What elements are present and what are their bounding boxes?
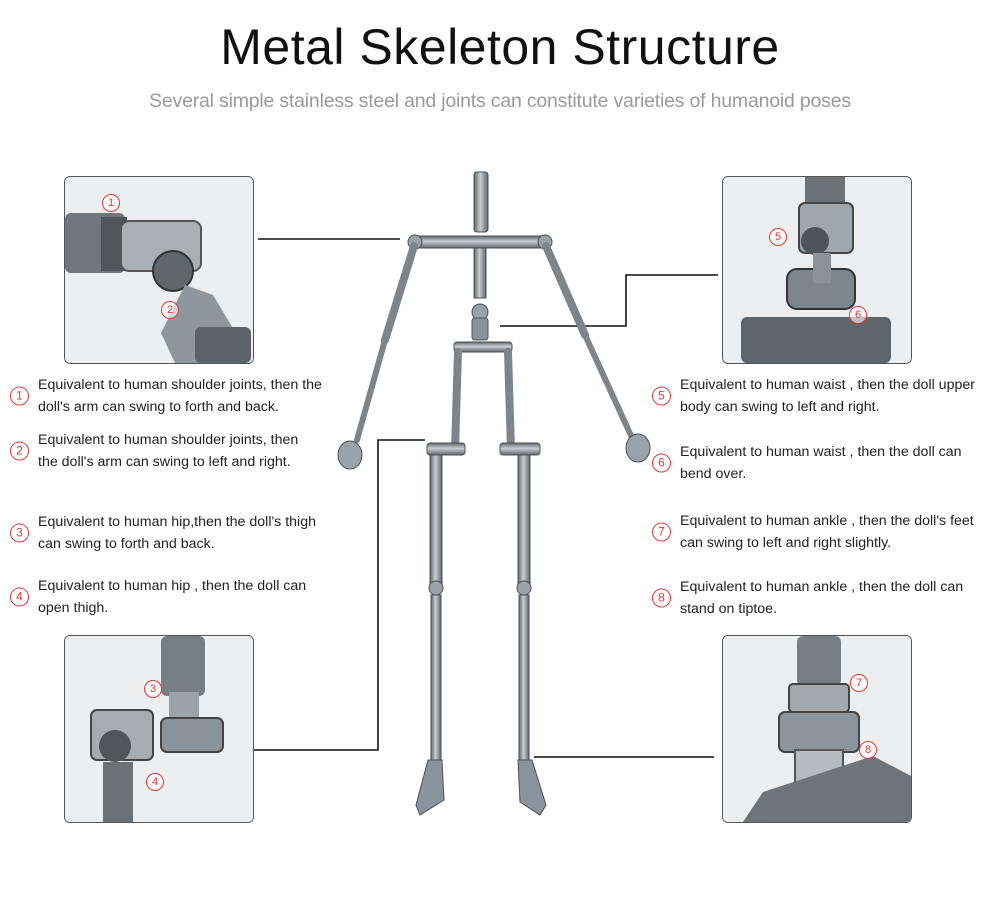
marker-4: 4 [146, 773, 164, 791]
page-title: Metal Skeleton Structure [220, 19, 780, 75]
note-1: 1 Equivalent to human shoulder joints, t… [10, 374, 355, 418]
note-number: 2 [10, 441, 29, 461]
note-number: 5 [652, 386, 671, 406]
hip-joint-photo: 3 4 [64, 635, 254, 823]
waist-joint-photo: 5 6 [722, 176, 912, 364]
ankle-joint-photo: 7 8 [722, 635, 912, 823]
note-text: Equivalent to human shoulder joints, the… [38, 432, 299, 470]
marker-5: 5 [769, 228, 787, 246]
note-4: 4 Equivalent to human hip , then the dol… [10, 575, 310, 619]
note-number: 8 [652, 588, 671, 608]
shoulder-joint-photo: 1 2 [64, 176, 254, 364]
note-3: 3 Equivalent to human hip,then the doll'… [10, 511, 340, 555]
note-number: 7 [652, 522, 671, 542]
note-8: 8 Equivalent to human ankle , then the d… [652, 576, 992, 620]
note-5: 5 Equivalent to human waist , then the d… [652, 374, 992, 418]
note-number: 3 [10, 523, 29, 543]
note-text: Equivalent to human hip , then the doll … [38, 578, 307, 616]
note-text: Equivalent to human ankle , then the dol… [680, 513, 974, 551]
note-6: 6 Equivalent to human waist , then the d… [652, 441, 992, 485]
note-2: 2 Equivalent to human shoulder joints, t… [10, 429, 310, 473]
note-number: 4 [10, 587, 29, 607]
marker-7: 7 [850, 674, 868, 692]
note-text: Equivalent to human ankle , then the dol… [680, 579, 964, 617]
note-number: 1 [10, 386, 29, 406]
note-number: 6 [652, 453, 671, 473]
note-text: Equivalent to human waist , then the dol… [680, 444, 962, 482]
marker-2: 2 [161, 301, 179, 319]
note-text: Equivalent to human waist , then the dol… [680, 377, 975, 415]
marker-6: 6 [849, 306, 867, 324]
page-subtitle: Several simple stainless steel and joint… [149, 90, 851, 112]
marker-3: 3 [144, 680, 162, 698]
marker-8: 8 [859, 741, 877, 759]
marker-1: 1 [102, 194, 120, 212]
note-7: 7 Equivalent to human ankle , then the d… [652, 510, 992, 554]
note-text: Equivalent to human hip,then the doll's … [38, 514, 316, 552]
skeleton-illustration [337, 171, 651, 816]
note-text: Equivalent to human shoulder joints, the… [38, 377, 322, 415]
